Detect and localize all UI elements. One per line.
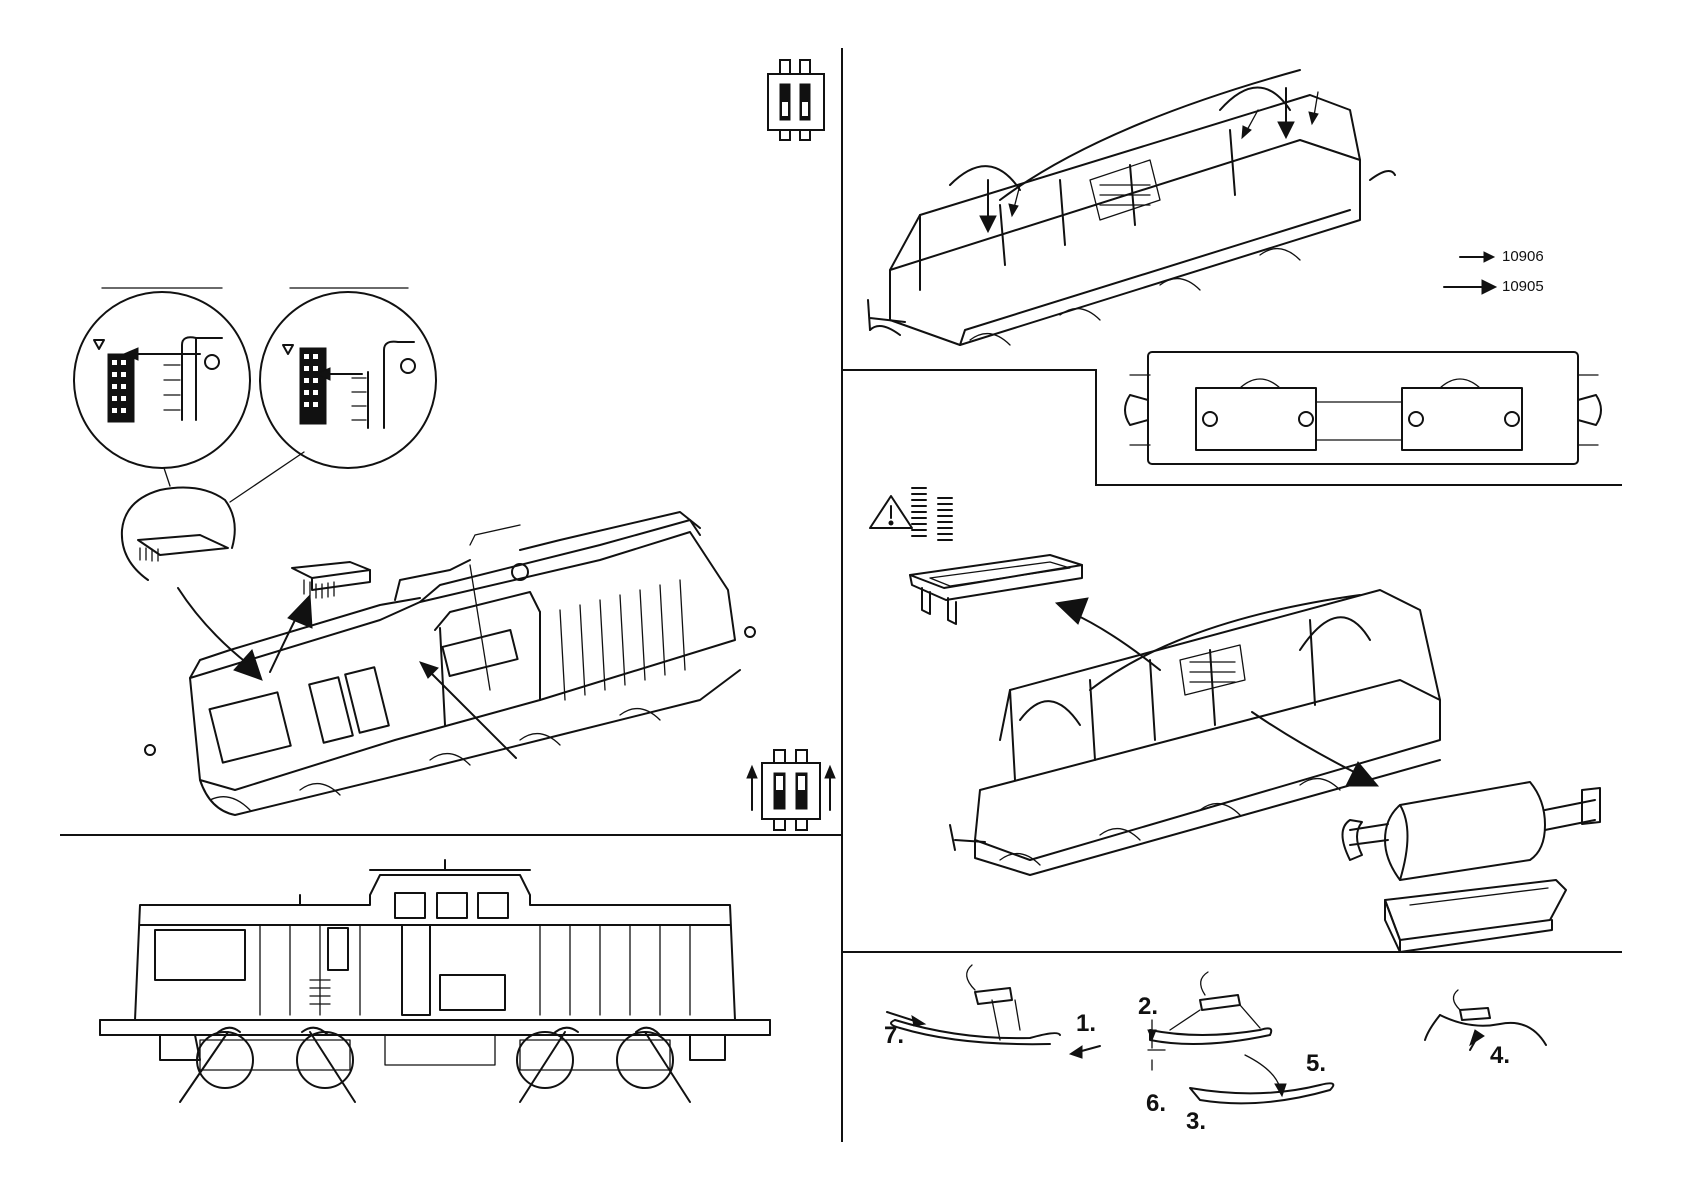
- step-label-1: 1.: [1076, 1010, 1096, 1038]
- traction-tyre-step-4: [1425, 990, 1546, 1050]
- step-label-3: 3.: [1186, 1108, 1206, 1136]
- step-label-2: 2.: [1138, 993, 1158, 1021]
- part-number-10906: 10906: [1502, 248, 1544, 265]
- panel-dividers: [60, 48, 1622, 1142]
- locomotive-side-view: [100, 860, 770, 1088]
- interface-detail-left: [74, 288, 250, 468]
- locomotive-body-3d: [145, 512, 755, 815]
- traction-tyre-step-7-1: [887, 965, 1100, 1058]
- part-number-10905: 10905: [1502, 278, 1544, 295]
- chassis-3d-bottom: [950, 590, 1440, 875]
- removed-decoder-plug: [292, 562, 370, 598]
- step-label-4: 4.: [1490, 1042, 1510, 1070]
- insert-decoder-arrows: [178, 588, 312, 680]
- step-label-6: 6.: [1146, 1090, 1166, 1118]
- dip-switch-icon: [768, 60, 824, 140]
- chassis-underside: [1125, 352, 1601, 464]
- decoder-board: [122, 452, 304, 580]
- motor-holder: [1385, 880, 1566, 952]
- interface-detail-right: [260, 288, 436, 468]
- spring-parts: [912, 488, 952, 540]
- motor-part: [1343, 782, 1601, 880]
- step-label-5: 5.: [1306, 1050, 1326, 1078]
- removed-cover: [910, 555, 1082, 624]
- traction-tyre-step-2-5: [1148, 972, 1333, 1103]
- warning-triangle-icon: [870, 496, 912, 528]
- step-label-7: 7.: [884, 1022, 904, 1050]
- chassis-3d-top: [868, 70, 1395, 345]
- dip-switch-icon-arrows: [747, 750, 835, 830]
- arrow-legend: [1444, 252, 1496, 294]
